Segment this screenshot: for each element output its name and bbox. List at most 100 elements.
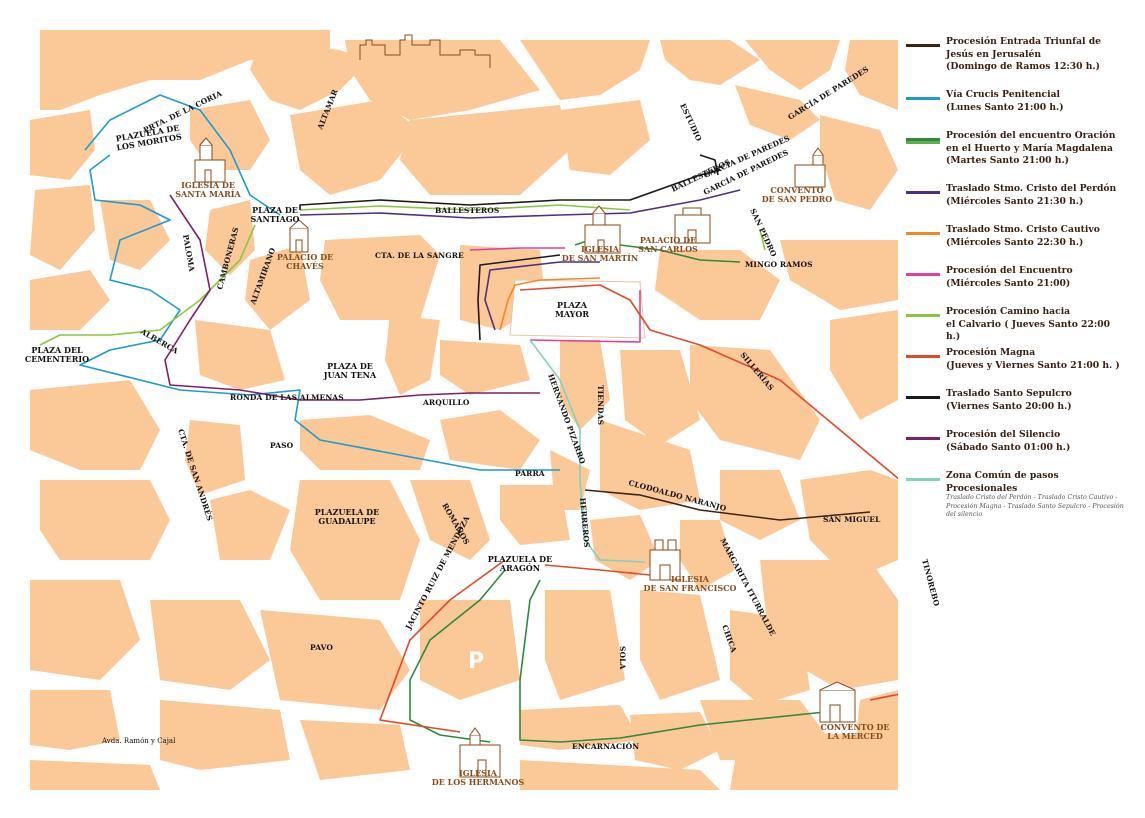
parking-label: P	[468, 649, 484, 674]
city-block	[640, 590, 720, 700]
street-label-paso: PASO	[270, 441, 294, 450]
route-red[interactable]	[544, 564, 651, 576]
street-label-pavo: PAVO	[310, 643, 333, 652]
legend-swatch-magenta	[906, 273, 940, 276]
san-francisco-church-icon	[649, 539, 681, 581]
legend-swatch-red	[906, 355, 940, 358]
route-green[interactable]	[409, 569, 506, 743]
city-block	[690, 345, 820, 460]
legend-item-lightgreen[interactable]: Procesión Camino hacia el Calvario ( Jue…	[903, 306, 1128, 347]
route-green[interactable]	[519, 579, 841, 743]
legend-swatch-teal	[906, 478, 940, 481]
route-black[interactable]	[477, 254, 561, 341]
route-magenta[interactable]	[469, 247, 565, 251]
street-label-paloma: PALOMA	[181, 234, 196, 273]
route-magenta[interactable]	[529, 290, 641, 343]
route-lightgreen[interactable]	[299, 204, 631, 211]
route-lightgreen[interactable]	[759, 229, 766, 251]
city-block	[420, 600, 520, 700]
city-block	[845, 40, 898, 110]
route-red[interactable]	[519, 284, 945, 701]
street-label-tiniebla: TINOREBO	[920, 558, 941, 607]
city-block	[820, 115, 898, 210]
san-carlos-palace-icon	[674, 207, 711, 244]
city-block	[30, 270, 110, 330]
city-block	[245, 245, 310, 330]
city-block	[260, 610, 410, 710]
city-block	[730, 730, 870, 790]
street-label-estudio: ESTUDIO	[678, 102, 703, 143]
legend-label: Zona Común de pasos Procesionales	[946, 470, 1059, 494]
plaza-mayor-area	[509, 279, 646, 339]
castle-icon	[359, 34, 491, 68]
street-label-ronda-almenas: RONDA DE LAS ALMENAS	[230, 393, 344, 402]
city-block	[730, 610, 810, 705]
legend-item-purple[interactable]: Procesión del Silencio (Sábado Santo 01:…	[903, 429, 1128, 470]
santa-maria-church-icon	[194, 137, 226, 183]
legend-item-blue[interactable]: Vía Crucis Penitencial (Lunes Santo 21:0…	[903, 89, 1128, 130]
route-lightgreen[interactable]	[39, 224, 256, 346]
route-blue[interactable]	[84, 94, 281, 216]
city-block	[590, 515, 660, 580]
city-block	[400, 105, 570, 195]
city-block	[830, 310, 898, 420]
legend-swatch-violet	[906, 191, 940, 194]
legend-item-magenta[interactable]: Procesión del Encuentro (Miércoles Santo…	[903, 265, 1128, 306]
route-red[interactable]	[379, 559, 506, 733]
city-block	[30, 760, 160, 790]
legend-item-red[interactable]: Procesión Magna (Jueves y Viernes Santo …	[903, 347, 1128, 388]
la-merced-convent-icon	[819, 681, 856, 723]
city-block	[320, 235, 440, 320]
city-block	[410, 480, 490, 560]
legend-swatch-lightgreen	[906, 314, 940, 317]
city-block	[250, 40, 370, 110]
legend-item-violet[interactable]: Traslado Stmo. Cristo del Perdón (Miérco…	[903, 183, 1128, 224]
route-violet[interactable]	[299, 189, 741, 219]
legend-label: Traslado Stmo. Cristo del Perdón (Miérco…	[946, 183, 1117, 207]
route-orange[interactable]	[499, 277, 601, 331]
legend-item-orange[interactable]: Traslado Stmo. Cristo Cautivo (Miércoles…	[903, 224, 1128, 265]
route-purple[interactable]	[164, 194, 540, 401]
route-blue[interactable]	[79, 154, 560, 471]
city-block	[720, 470, 800, 540]
city-block	[30, 580, 140, 680]
city-block	[560, 100, 650, 175]
city-block	[160, 700, 290, 770]
route-violet[interactable]	[484, 261, 600, 331]
city-block	[680, 520, 735, 590]
street-label-sola: SOLA	[618, 646, 627, 670]
legend-item-black[interactable]: Traslado Santo Sepulcro (Viernes Santo 2…	[903, 388, 1128, 429]
route-black[interactable]	[299, 169, 721, 210]
city-block	[345, 40, 540, 120]
legend-label: Vía Crucis Penitencial (Lunes Santo 21:0…	[946, 89, 1064, 113]
legend-label: Procesión del encuentro Oración en el Hu…	[946, 130, 1116, 166]
street-label-ramon-cajal: Avda. Ramón y Cajal	[101, 737, 176, 745]
city-block	[630, 712, 720, 770]
city-block	[780, 240, 898, 310]
street-label-arquillo: ARQUILLO	[422, 398, 470, 407]
san-martin-church-icon	[584, 205, 621, 254]
route-black[interactable]	[699, 154, 719, 176]
city-block	[30, 110, 95, 180]
legend-item-green[interactable]: Procesión del encuentro Oración en el Hu…	[903, 130, 1128, 183]
city-block	[500, 485, 570, 545]
route-brown[interactable]	[584, 489, 871, 521]
route-teal[interactable]	[529, 339, 646, 563]
city-block	[300, 720, 410, 780]
legend-item-brown[interactable]: Procesión Entrada Triunfal de Jesús en J…	[903, 36, 1128, 89]
legend-label: Traslado Santo Sepulcro (Viernes Santo 2…	[946, 388, 1072, 412]
city-block	[40, 480, 170, 560]
street-label-parra: PARRA	[515, 469, 545, 478]
